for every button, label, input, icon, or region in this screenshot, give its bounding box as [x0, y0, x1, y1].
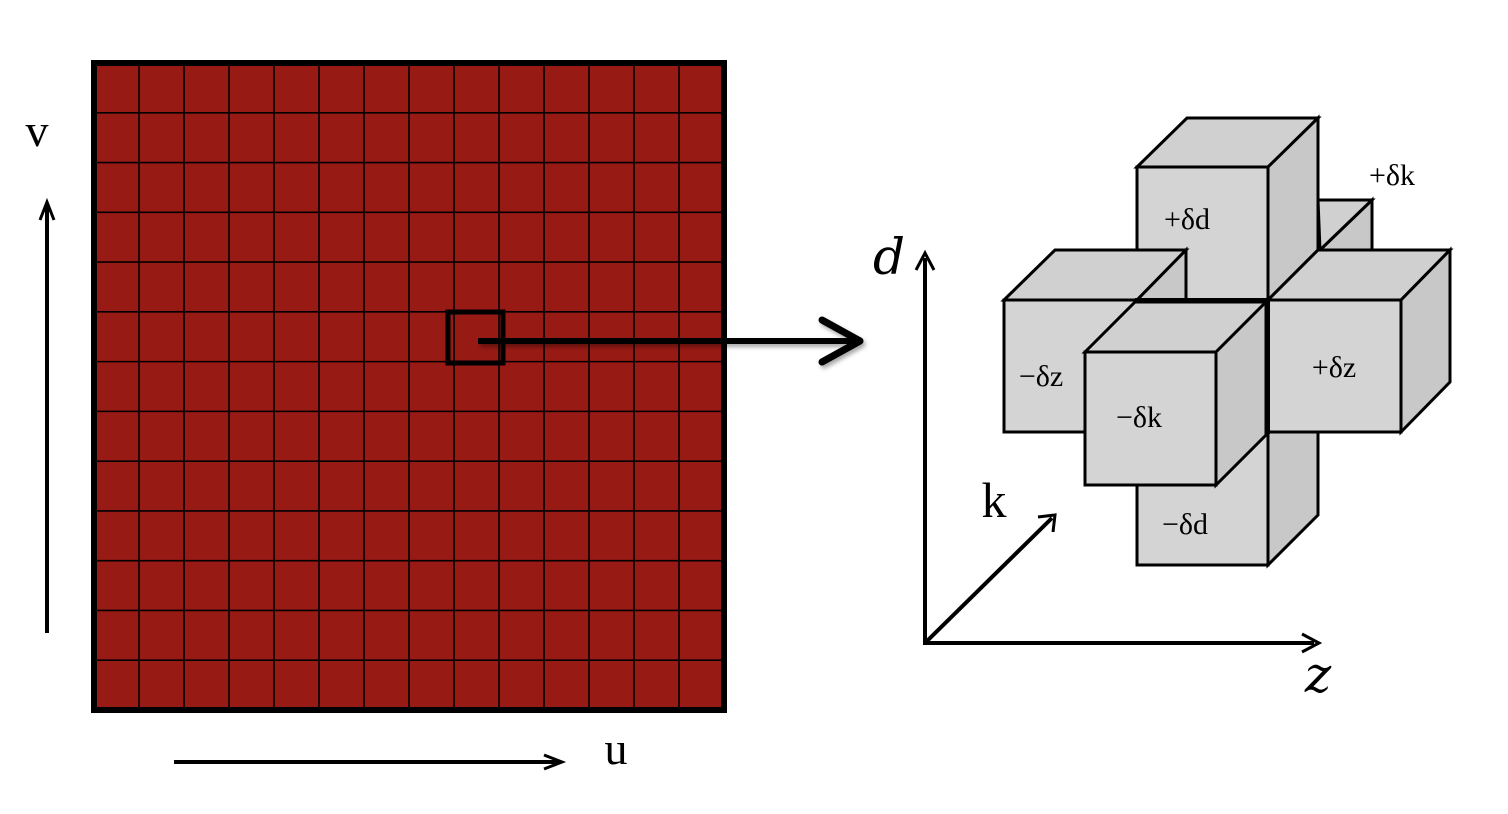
cube-minus-dk-front	[1083, 350, 1218, 487]
cube-minus-dd-side	[1266, 430, 1320, 569]
d-axis-arrowhead	[914, 249, 936, 271]
label-plus-dk: +δk	[1369, 159, 1415, 192]
voxel-axes: d k z	[873, 228, 1332, 704]
cube-minus-dk	[1081, 298, 1270, 489]
label-minus-dk: −δk	[1116, 401, 1162, 434]
v-axis-label: v	[26, 105, 49, 156]
z-axis-label: z	[1304, 646, 1332, 704]
label-plus-dz: +δz	[1312, 351, 1356, 384]
k-axis-arrowhead	[1037, 513, 1057, 533]
image-grid-border	[91, 60, 727, 713]
mapping-arrow	[478, 316, 864, 366]
cube-plus-dk	[1316, 196, 1376, 254]
image-grid-lines	[94, 63, 724, 710]
cube-plus-dz	[1264, 246, 1454, 436]
u-axis: u	[174, 723, 628, 774]
z-axis-arrowhead	[1301, 632, 1323, 654]
d-axis-label: d	[873, 228, 905, 286]
u-axis-arrowhead	[543, 753, 567, 771]
selected-pixel-box	[445, 309, 506, 366]
k-axis-label: k	[982, 472, 1007, 528]
u-axis-label: u	[605, 723, 628, 774]
mapping-arrowhead	[818, 316, 864, 366]
voxel-neighborhood	[1000, 114, 1454, 569]
label-minus-dd: −δd	[1162, 508, 1208, 541]
v-axis-arrowhead	[38, 197, 56, 221]
label-plus-dd: +δd	[1164, 203, 1210, 236]
k-axis-line	[923, 516, 1054, 645]
label-minus-dz: −δz	[1019, 360, 1063, 393]
image-grid	[91, 60, 727, 713]
neighbor-labels: +δk +δd −δz +δz −δk −δd	[1019, 159, 1415, 541]
v-axis: v	[26, 105, 56, 633]
cube-plus-dz-front	[1266, 298, 1403, 434]
